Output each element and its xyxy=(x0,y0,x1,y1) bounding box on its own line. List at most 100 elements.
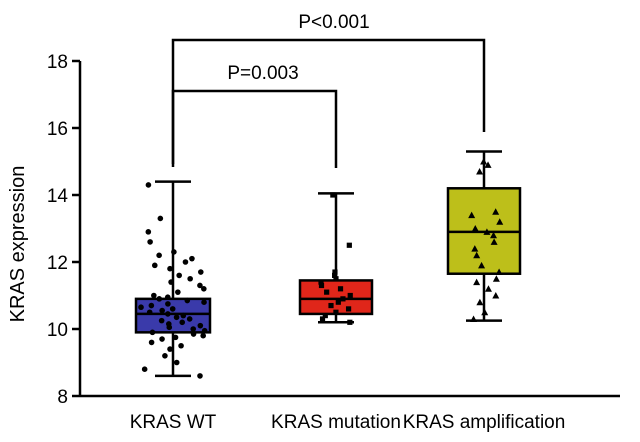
data-point xyxy=(335,299,341,305)
data-point xyxy=(157,215,164,222)
y-axis-label: KRAS expression xyxy=(7,166,29,323)
data-point xyxy=(473,278,481,286)
data-point xyxy=(473,251,481,259)
data-point xyxy=(476,168,484,175)
data-point xyxy=(347,292,353,299)
data-point xyxy=(190,331,197,337)
data-point xyxy=(167,346,173,352)
data-point xyxy=(197,282,203,289)
data-point xyxy=(145,182,152,188)
data-point xyxy=(201,299,207,306)
data-point xyxy=(318,279,324,285)
data-point xyxy=(151,292,157,299)
data-point xyxy=(186,316,193,322)
y-tick-label: 8 xyxy=(57,387,68,408)
data-point xyxy=(484,285,492,292)
y-tick-label: 16 xyxy=(47,119,68,140)
data-point xyxy=(468,211,476,219)
data-point xyxy=(145,229,152,235)
data-point xyxy=(187,275,193,282)
data-point xyxy=(141,366,148,373)
data-point xyxy=(190,326,197,332)
data-point xyxy=(158,317,165,324)
data-point xyxy=(173,359,180,366)
data-point xyxy=(328,302,334,309)
data-point xyxy=(156,252,162,259)
data-point xyxy=(168,279,174,285)
data-point xyxy=(149,329,156,336)
y-tick-label: 12 xyxy=(47,253,68,274)
data-point xyxy=(146,309,153,316)
data-point xyxy=(471,245,479,252)
significance-bracket xyxy=(171,89,338,168)
data-point xyxy=(165,311,171,317)
data-point xyxy=(201,327,208,334)
data-point xyxy=(470,315,478,322)
y-tick-label: 14 xyxy=(47,186,69,207)
data-point xyxy=(148,302,155,309)
y-tick-label: 18 xyxy=(47,52,68,73)
data-point xyxy=(167,265,173,272)
data-point xyxy=(492,208,500,215)
data-point xyxy=(319,316,326,322)
data-point xyxy=(182,259,189,265)
data-point xyxy=(322,313,328,319)
data-point xyxy=(197,322,204,329)
data-point xyxy=(346,242,352,248)
x-tick-label: KRAS mutation xyxy=(271,412,401,433)
data-point xyxy=(490,238,498,245)
data-point xyxy=(165,301,171,307)
data-point xyxy=(200,332,206,339)
y-tick-label: 10 xyxy=(47,320,68,341)
data-point xyxy=(324,289,330,295)
data-point xyxy=(496,218,504,225)
data-point xyxy=(159,307,165,314)
data-point xyxy=(332,272,338,278)
data-point xyxy=(333,309,339,315)
data-point xyxy=(333,276,339,282)
box-iqr xyxy=(134,297,212,334)
data-point xyxy=(484,161,492,168)
data-point xyxy=(162,353,168,359)
data-point xyxy=(169,306,176,312)
data-point xyxy=(495,268,503,276)
data-point xyxy=(179,319,186,326)
data-point xyxy=(173,314,180,321)
data-point xyxy=(180,312,187,319)
data-point xyxy=(171,249,177,255)
data-point xyxy=(201,286,207,292)
data-point xyxy=(197,373,203,379)
data-point xyxy=(471,225,479,232)
data-point xyxy=(478,261,486,269)
data-point xyxy=(345,306,352,312)
data-point xyxy=(490,231,498,239)
data-point xyxy=(175,289,181,295)
data-point xyxy=(148,339,155,346)
data-point xyxy=(340,296,346,302)
data-point xyxy=(176,272,182,279)
data-point xyxy=(138,304,144,311)
data-point xyxy=(156,296,163,302)
data-point xyxy=(480,158,488,165)
x-tick-label: KRAS amplification xyxy=(403,412,566,433)
data-point xyxy=(147,239,153,245)
box-iqr xyxy=(298,279,374,316)
data-point xyxy=(492,292,500,299)
data-point xyxy=(151,262,158,269)
data-point xyxy=(483,228,491,235)
data-point xyxy=(189,255,195,262)
data-point xyxy=(481,308,489,316)
data-point xyxy=(318,282,325,289)
significance-bracket xyxy=(171,38,486,167)
data-point xyxy=(476,298,484,306)
data-point xyxy=(172,334,179,341)
data-point xyxy=(178,342,184,349)
data-point xyxy=(492,275,500,282)
data-point xyxy=(184,297,191,304)
data-point xyxy=(159,336,165,342)
data-point xyxy=(165,321,172,327)
data-point xyxy=(197,269,204,275)
x-tick-label: KRAS WT xyxy=(130,412,217,433)
